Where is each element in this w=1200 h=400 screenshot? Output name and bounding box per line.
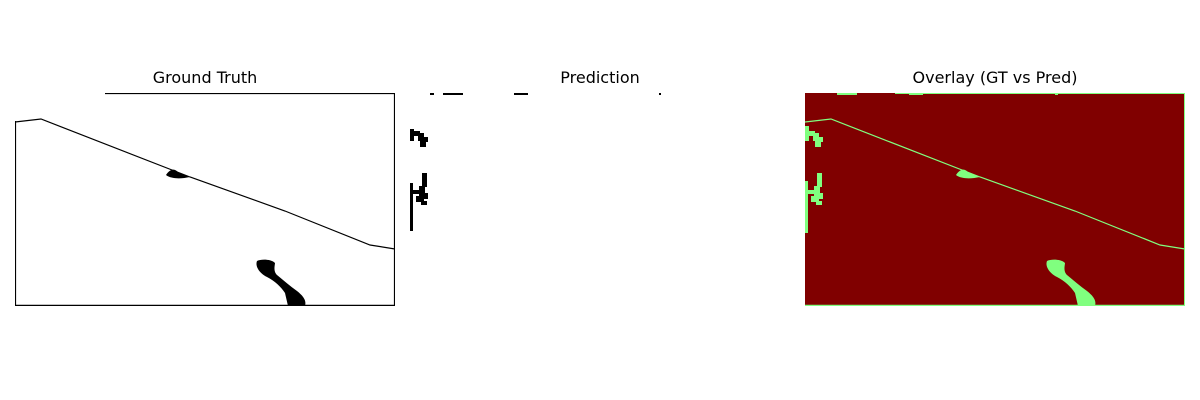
gt-background	[15, 93, 395, 306]
overlay-cluster-upper	[805, 126, 809, 141]
pred-background	[410, 93, 790, 306]
pred-top-speck	[514, 93, 528, 95]
overlay-vertical-line	[805, 181, 808, 233]
overlay-panel	[805, 93, 1185, 306]
overlay-mask	[805, 93, 1185, 306]
pred-cluster-upper	[418, 133, 424, 141]
pred-cluster-upper	[420, 141, 426, 147]
ground-truth-mask	[15, 93, 395, 306]
overlay-cluster-lower	[817, 173, 822, 187]
gt-small-blob	[166, 169, 190, 179]
overlay-cluster-upper	[818, 137, 823, 142]
prediction-panel	[410, 93, 790, 306]
overlay-background	[805, 93, 1185, 306]
overlay-cluster-upper	[813, 133, 819, 141]
pred-cluster-lower	[422, 173, 427, 187]
overlay-title: Overlay (GT vs Pred)	[912, 68, 1078, 87]
gt-river-blob	[256, 259, 306, 306]
pred-cluster-upper	[423, 137, 428, 142]
overlay-cluster-lower	[808, 190, 816, 194]
pred-cluster-lower	[424, 193, 428, 199]
overlay-road-line	[805, 118, 1185, 250]
overlay-top-speck	[837, 93, 857, 95]
pred-vertical-line	[410, 183, 413, 231]
pred-cluster-upper	[413, 131, 420, 136]
ground-truth-title: Ground Truth	[152, 68, 258, 87]
overlay-cluster-lower	[819, 193, 823, 199]
pred-top-speck	[443, 93, 463, 95]
ground-truth-panel	[15, 93, 395, 306]
pred-cluster-upper	[410, 129, 414, 141]
overlay-cluster-lower	[814, 186, 820, 196]
pred-top-speck	[430, 93, 434, 95]
prediction-mask	[410, 93, 790, 306]
pred-top-speck	[659, 93, 661, 95]
overlay-cluster-lower	[816, 201, 822, 205]
overlay-cluster-lower	[811, 196, 819, 202]
overlay-cluster-upper	[815, 141, 821, 147]
overlay-small-blob	[956, 169, 980, 179]
pred-cluster-lower	[416, 196, 424, 202]
overlay-river-blob	[1046, 259, 1096, 306]
gt-road-line	[15, 118, 395, 250]
pred-cluster-lower	[419, 186, 425, 196]
pred-cluster-lower	[413, 190, 421, 194]
prediction-title: Prediction	[560, 68, 640, 87]
overlay-cluster-upper	[808, 131, 815, 136]
pred-cluster-lower	[421, 201, 427, 205]
